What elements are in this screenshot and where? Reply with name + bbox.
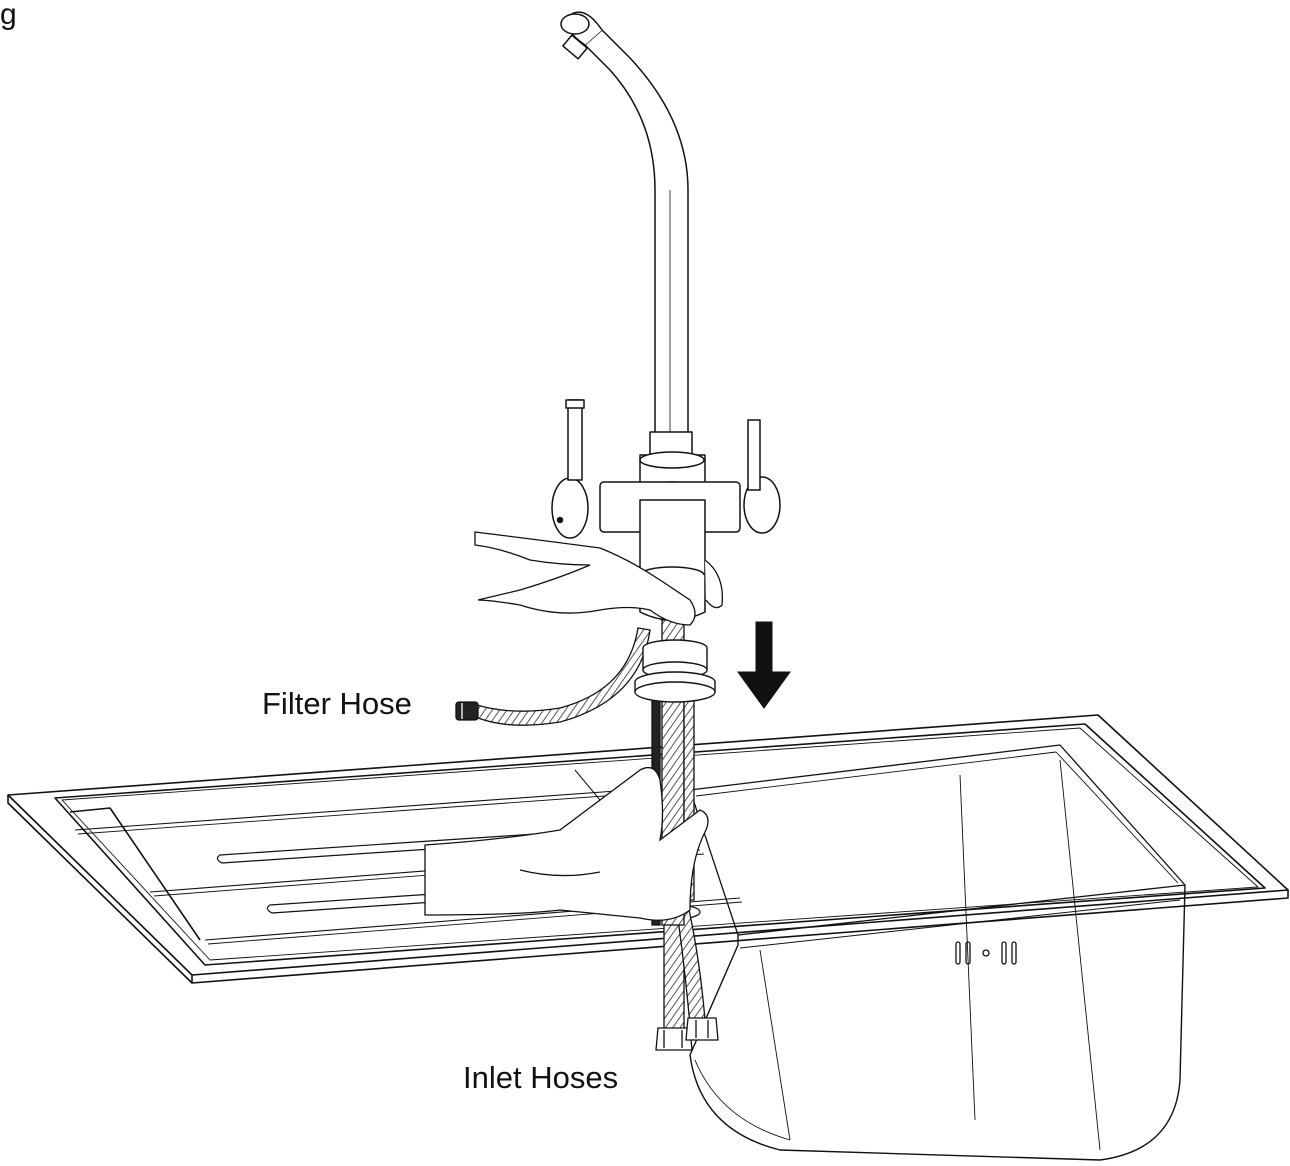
arrow-down-icon [737, 621, 791, 709]
filter-hose-fitting [455, 701, 479, 721]
inlet-hoses [655, 904, 719, 1051]
upper-hand [474, 531, 724, 626]
drainboard-edge [69, 807, 201, 941]
faucet [551, 11, 781, 621]
figure-tag: g [0, 0, 17, 31]
hose-nut [685, 1017, 719, 1041]
sink-inner-rim [54, 723, 1266, 966]
lower-hand [424, 766, 709, 921]
right-lever-handle [743, 419, 781, 534]
left-lever-handle [551, 399, 589, 539]
hose-nut [655, 1027, 693, 1051]
filter-hose-label: Filter Hose [262, 686, 412, 721]
faucet-spout [584, 29, 689, 441]
drain-slot [574, 769, 601, 801]
filter-hose [455, 627, 651, 726]
sink-bowl [689, 884, 1186, 1161]
mounting-nut [634, 639, 716, 703]
inlet-hoses-label: Inlet Hoses [463, 1060, 619, 1095]
overflow-icon [955, 941, 1017, 965]
